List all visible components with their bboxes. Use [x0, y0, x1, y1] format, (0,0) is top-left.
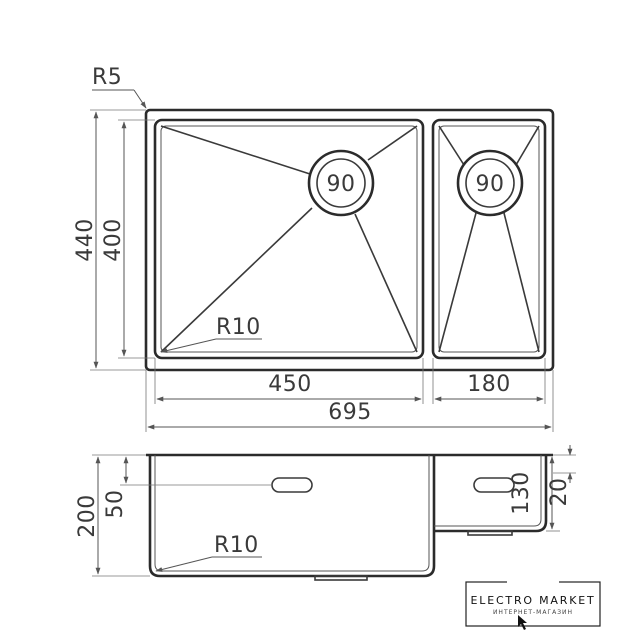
small-offset-label: 20: [547, 478, 572, 507]
side-main-bowl-profile: [148, 455, 436, 578]
brand-tagline: ИНТЕРНЕТ-МАГАЗИН: [493, 609, 573, 616]
small-depth-label: 130: [509, 471, 534, 515]
side-main-bowl-inner: [154, 455, 430, 572]
brand-logo: ELECTRO MARKET ИНТЕРНЕТ-МАГАЗИН: [465, 574, 601, 630]
side-view: R10 200 50 130 20: [75, 445, 576, 581]
overall-depth-label: 440: [73, 218, 98, 262]
brand-name: ELECTRO MARKET: [471, 594, 596, 607]
side-small-bowl-profile: [434, 455, 548, 533]
small-bowl-inner: [438, 125, 540, 353]
main-drain-icon: [307, 149, 375, 217]
small-bowl-outline: [431, 118, 547, 360]
small-bowl-fold-lines: [438, 125, 540, 353]
inner-depth-label: 400: [101, 218, 126, 262]
small-drain-icon: [456, 149, 524, 217]
total-height-dimension: [92, 454, 150, 577]
side-small-bowl-inner: [434, 455, 542, 527]
bowl-radius-leader: [160, 338, 262, 353]
overflow-offset-dimension: [120, 456, 272, 486]
corner-radius-leader: [92, 89, 147, 109]
inner-depth-dimension: [118, 119, 155, 359]
width-extension-lines: [145, 358, 554, 432]
main-bowl-inner: [160, 125, 418, 353]
main-drain-stub: [314, 575, 368, 581]
small-drain-label: 90: [476, 172, 505, 197]
main-bowl-fold-lines: [160, 125, 418, 353]
small-drain-stub: [467, 530, 513, 536]
main-overflow-slot: [271, 477, 313, 493]
sink-outer-rim: [144, 108, 555, 372]
overall-width-label: 695: [328, 400, 372, 425]
cursor-icon: [518, 615, 527, 630]
bowl-radius-label: R10: [216, 315, 261, 340]
small-offset-dimension: [553, 445, 576, 483]
small-depth-dimension: [546, 456, 560, 532]
side-radius-leader: [155, 556, 262, 572]
side-bowl-radius-label: R10: [214, 533, 259, 558]
overall-depth-dimension: [90, 109, 146, 371]
main-bowl-outline: [153, 118, 425, 360]
small-overflow-slot: [473, 477, 515, 493]
overflow-offset-label: 50: [103, 490, 128, 519]
total-height-label: 200: [75, 494, 100, 538]
main-drain-label: 90: [327, 172, 356, 197]
main-width-label: 450: [268, 372, 312, 397]
small-width-label: 180: [467, 372, 511, 397]
corner-radius-label: R5: [92, 65, 122, 90]
top-view: 90 90 R5 R10: [73, 65, 555, 432]
